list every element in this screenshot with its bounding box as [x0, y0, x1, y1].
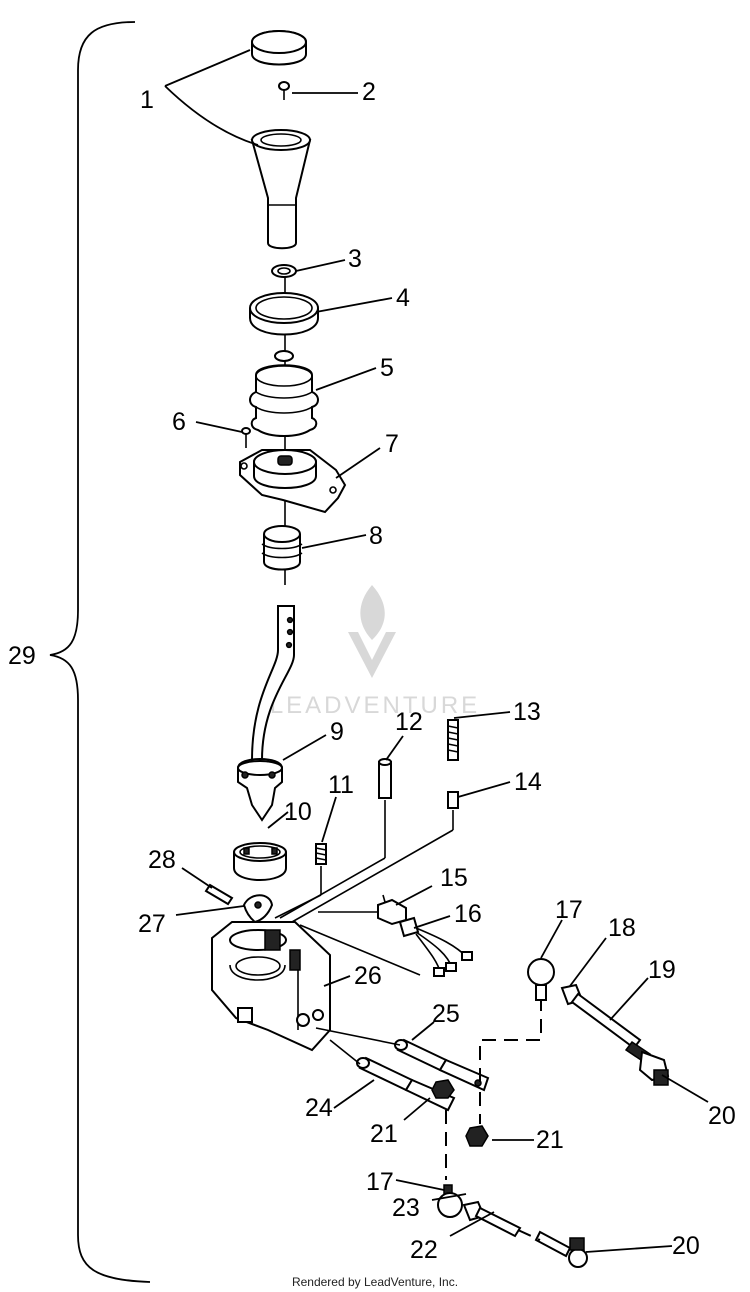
callout-12: 12 [395, 708, 423, 736]
callout-3: 3 [348, 245, 362, 273]
part-20-ball-joint-bottom [534, 1230, 588, 1268]
callout-27: 27 [138, 910, 166, 938]
part-1-knob [251, 30, 307, 66]
part-28-pin [204, 883, 234, 906]
part-20-ball-joint-right [638, 1050, 670, 1086]
part-22-rod [474, 1206, 522, 1238]
part-16-harness [398, 916, 473, 977]
callout-7: 7 [385, 430, 399, 458]
part-6-screw [241, 427, 251, 448]
part-7-plate [239, 449, 347, 514]
part-21-nut-upper [431, 1079, 455, 1099]
part-17-ball-joint-upper [527, 958, 555, 1001]
part-11-spring [315, 843, 327, 865]
assembly-lines [274, 800, 542, 1241]
callout-28: 28 [148, 846, 176, 874]
callout-21-left: 21 [370, 1120, 398, 1148]
callout-18: 18 [608, 914, 636, 942]
callout-17-upper: 17 [555, 896, 583, 924]
watermark-brand: LEADVENTURE [270, 692, 480, 719]
part-26-housing [211, 921, 331, 1052]
callout-17-lower: 17 [366, 1168, 394, 1196]
part-17-ball-joint-lower [437, 1184, 463, 1218]
part-2-screw [278, 81, 290, 100]
part-3-washer [271, 264, 297, 278]
part-13-stud [447, 719, 459, 761]
part-15-switch [377, 894, 407, 926]
callout-21-right: 21 [536, 1126, 564, 1154]
callout-16: 16 [454, 900, 482, 928]
part-10-cup [233, 842, 287, 881]
part-19-rod [570, 992, 652, 1064]
footer-credit: Rendered by LeadVenture, Inc. [292, 1275, 458, 1289]
part-14-pin [447, 791, 459, 809]
callout-25: 25 [432, 1000, 460, 1028]
part-9-lever [237, 605, 295, 822]
callout-26: 26 [354, 962, 382, 990]
assembly-brace [49, 21, 151, 1283]
callout-15: 15 [440, 864, 468, 892]
part-27-clip [242, 894, 274, 924]
callout-10: 10 [284, 798, 312, 826]
callout-14: 14 [514, 768, 542, 796]
flame-logo-icon [348, 585, 396, 678]
part-1-handle [250, 129, 312, 250]
part-4-ring [249, 292, 319, 336]
callout-1: 1 [140, 86, 154, 114]
callout-29: 29 [8, 642, 36, 670]
callout-19: 19 [648, 956, 676, 984]
callout-9: 9 [330, 718, 344, 746]
callout-5: 5 [380, 354, 394, 382]
callout-20-bottom: 20 [672, 1232, 700, 1260]
part-5-boot [249, 350, 319, 437]
callout-4: 4 [396, 284, 410, 312]
callout-11: 11 [328, 771, 354, 799]
callout-6: 6 [172, 408, 186, 436]
callout-22: 22 [410, 1236, 438, 1264]
callout-8: 8 [369, 522, 383, 550]
callout-20-right: 20 [708, 1102, 736, 1130]
part-8-bushing [261, 525, 303, 571]
callout-labels: 1 2 3 4 5 6 7 8 9 10 11 12 13 14 15 16 1… [8, 78, 736, 1264]
leadventure-watermark: LEADVENTURE [270, 585, 480, 719]
part-21-nut-lower [465, 1125, 489, 1147]
callout-24: 24 [305, 1094, 333, 1122]
part-12-pin [378, 758, 392, 799]
leader-lines [164, 49, 709, 1253]
callout-2: 2 [362, 78, 376, 106]
callout-13: 13 [513, 698, 541, 726]
callout-23: 23 [392, 1194, 420, 1222]
